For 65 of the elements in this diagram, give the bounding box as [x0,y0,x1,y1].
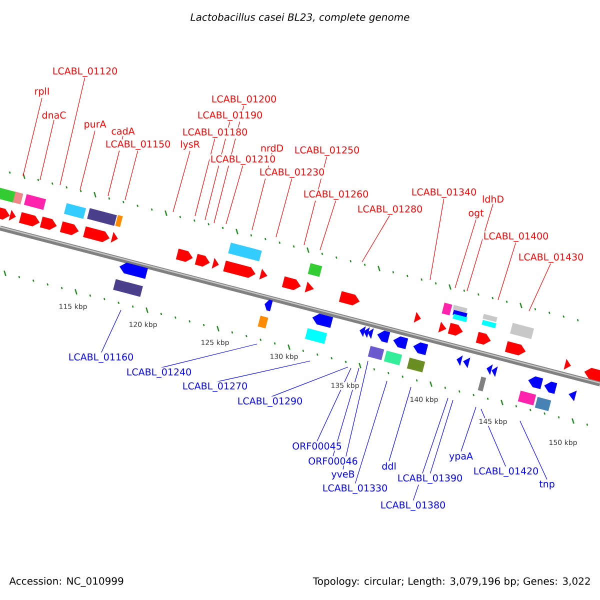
leader-line [40,120,54,180]
gene-label: lysR [179,139,201,151]
gene-label: LCABL_01430 [517,252,585,264]
gene-label: LCABL_01120 [51,66,119,78]
gene-label: LCABL_01190 [196,110,264,122]
gene-label: LCABL_01280 [356,204,424,216]
leader-line [460,406,476,452]
gene-label: LCABL_01340 [410,187,478,199]
gene-label: ypaA [448,452,474,462]
gene-label: ORF00045 [291,441,343,451]
leader-line [412,398,448,502]
gene-label: LCABL_01150 [104,139,172,151]
gene-label: LCABL_01200 [210,94,278,106]
genome-info-text: Topology: circular; Length: 3,079,196 bp; Genes: 3,022 [312,577,590,587]
leader-line [226,164,244,224]
leader-line [528,262,552,312]
leader-line [124,150,138,200]
gene-label: ldhD [481,194,505,204]
gene-label: dnaC [40,110,68,120]
gene-label: LCABL_01230 [258,167,326,179]
leader-line [362,214,390,262]
leader-line [80,130,96,190]
leader-line [158,344,258,369]
gene-label: LCABL_01420 [472,466,540,478]
gene-label: ddl [380,461,398,471]
leader-line [194,138,216,216]
leader-line [454,219,476,288]
gene-label: LCABL_01290 [236,396,304,408]
leader-line [270,366,348,398]
leader-line [316,368,352,442]
gene-label: ORF00046 [307,456,359,466]
gene-label: LCABL_01270 [181,381,249,393]
leader-line [100,310,122,354]
gene-label: LCABL_01390 [396,473,464,485]
gene-label: yveB [330,470,356,480]
gene-label: ogt [467,208,485,220]
gene-label: tnp [538,480,556,490]
gene-label: LCABL_01160 [67,352,135,364]
gene-label: LCABL_01260 [302,189,370,201]
leader-line [354,380,388,485]
leader-line [466,204,494,292]
gene-label: LCABL_01240 [125,367,193,379]
gene-label: nrdD [259,143,285,153]
leader-line [480,408,506,468]
accession-text: Accession: NC_010999 [9,577,124,587]
gene-label: LCABL_01250 [293,145,361,157]
leader-line [430,400,454,475]
gene-label: LCABL_01330 [321,483,389,495]
gene-label: purA [82,120,108,130]
gene-label: LCABL_01210 [209,154,277,166]
title: Lactobacillus casei BL23, complete genome [190,13,410,23]
leader-line [276,178,292,238]
leader-line [388,386,412,462]
gene-label: LCABL_01400 [482,231,550,243]
leader-line [60,76,86,186]
leader-line [22,98,42,176]
leader-line [498,242,516,300]
gene-label: LCABL_01380 [379,500,447,512]
leader-line [520,420,548,480]
leader-line [172,150,190,212]
leader-line [320,200,336,250]
leader-line [430,198,444,280]
gene-label: rplI [33,86,51,98]
gene-label: cadA [110,126,136,136]
leader-line [342,360,368,470]
